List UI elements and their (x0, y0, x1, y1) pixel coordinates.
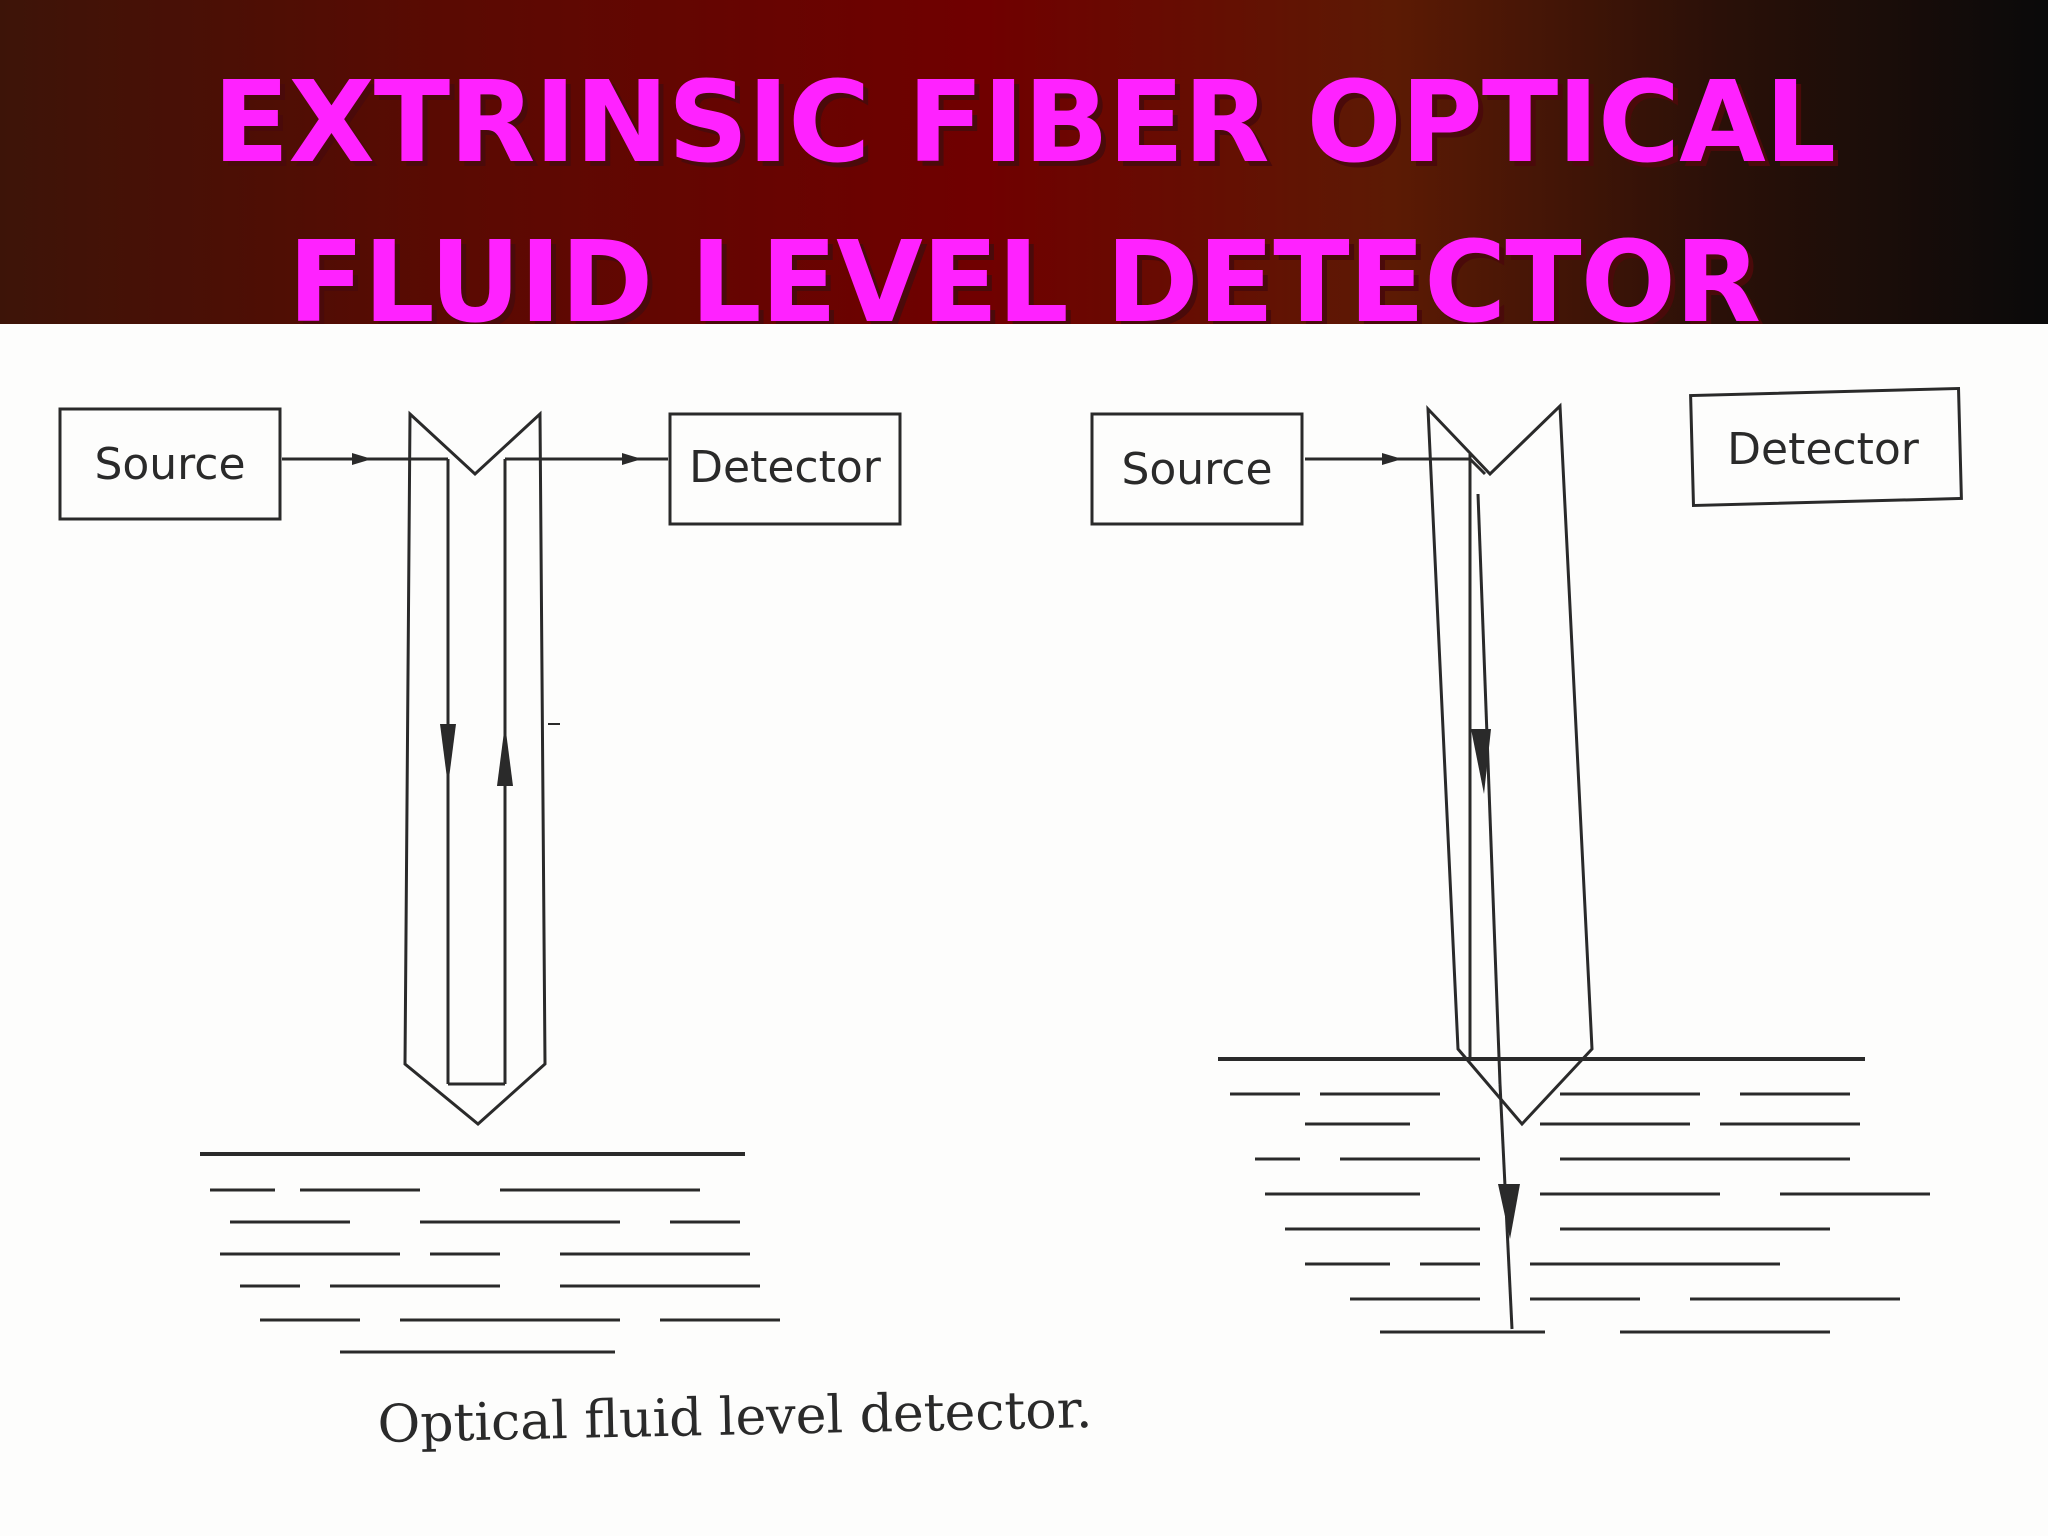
title-banner: EXTRINSIC FIBER OPTICAL FLUID LEVEL DETE… (0, 0, 2048, 348)
left-up-arrowhead (497, 724, 513, 786)
right-beam-down (1476, 493, 1502, 1085)
title-line-1: EXTRINSIC FIBER OPTICAL (212, 58, 1836, 188)
left-detector-box: Detector (668, 412, 902, 526)
right-source-label: Source (1121, 444, 1272, 495)
left-diagram: Source Detector (58, 407, 902, 1354)
diagram-drawing: Source Detector (58, 386, 1963, 1455)
right-detector-rect (1689, 386, 1963, 508)
right-diagram: Source Detector (1090, 386, 1963, 1334)
left-probe-outline (403, 410, 547, 1126)
left-source-box: Source (58, 407, 282, 521)
right-source-box: Source (1090, 412, 1304, 526)
right-detector-label: Detector (1727, 424, 1920, 475)
left-detector-rect (668, 412, 902, 526)
right-fluid (1218, 1057, 1930, 1334)
left-source-rect (58, 407, 282, 521)
diagram-caption: Optical fluid level detector. (377, 1380, 1093, 1455)
right-down-arrowhead (1471, 729, 1491, 794)
right-source-rect (1090, 412, 1304, 526)
left-source-label: Source (94, 439, 245, 490)
left-fluid (200, 1152, 780, 1354)
fluid-level-diagram: Source Detector (0, 324, 2048, 1536)
left-down-arrowhead (440, 724, 456, 786)
left-detector-label: Detector (689, 442, 882, 493)
right-probe-outline (1426, 402, 1594, 1127)
right-fluid-arrowhead (1498, 1184, 1520, 1239)
right-detector-box: Detector (1689, 386, 1963, 508)
right-beam-turn (1468, 457, 1487, 476)
